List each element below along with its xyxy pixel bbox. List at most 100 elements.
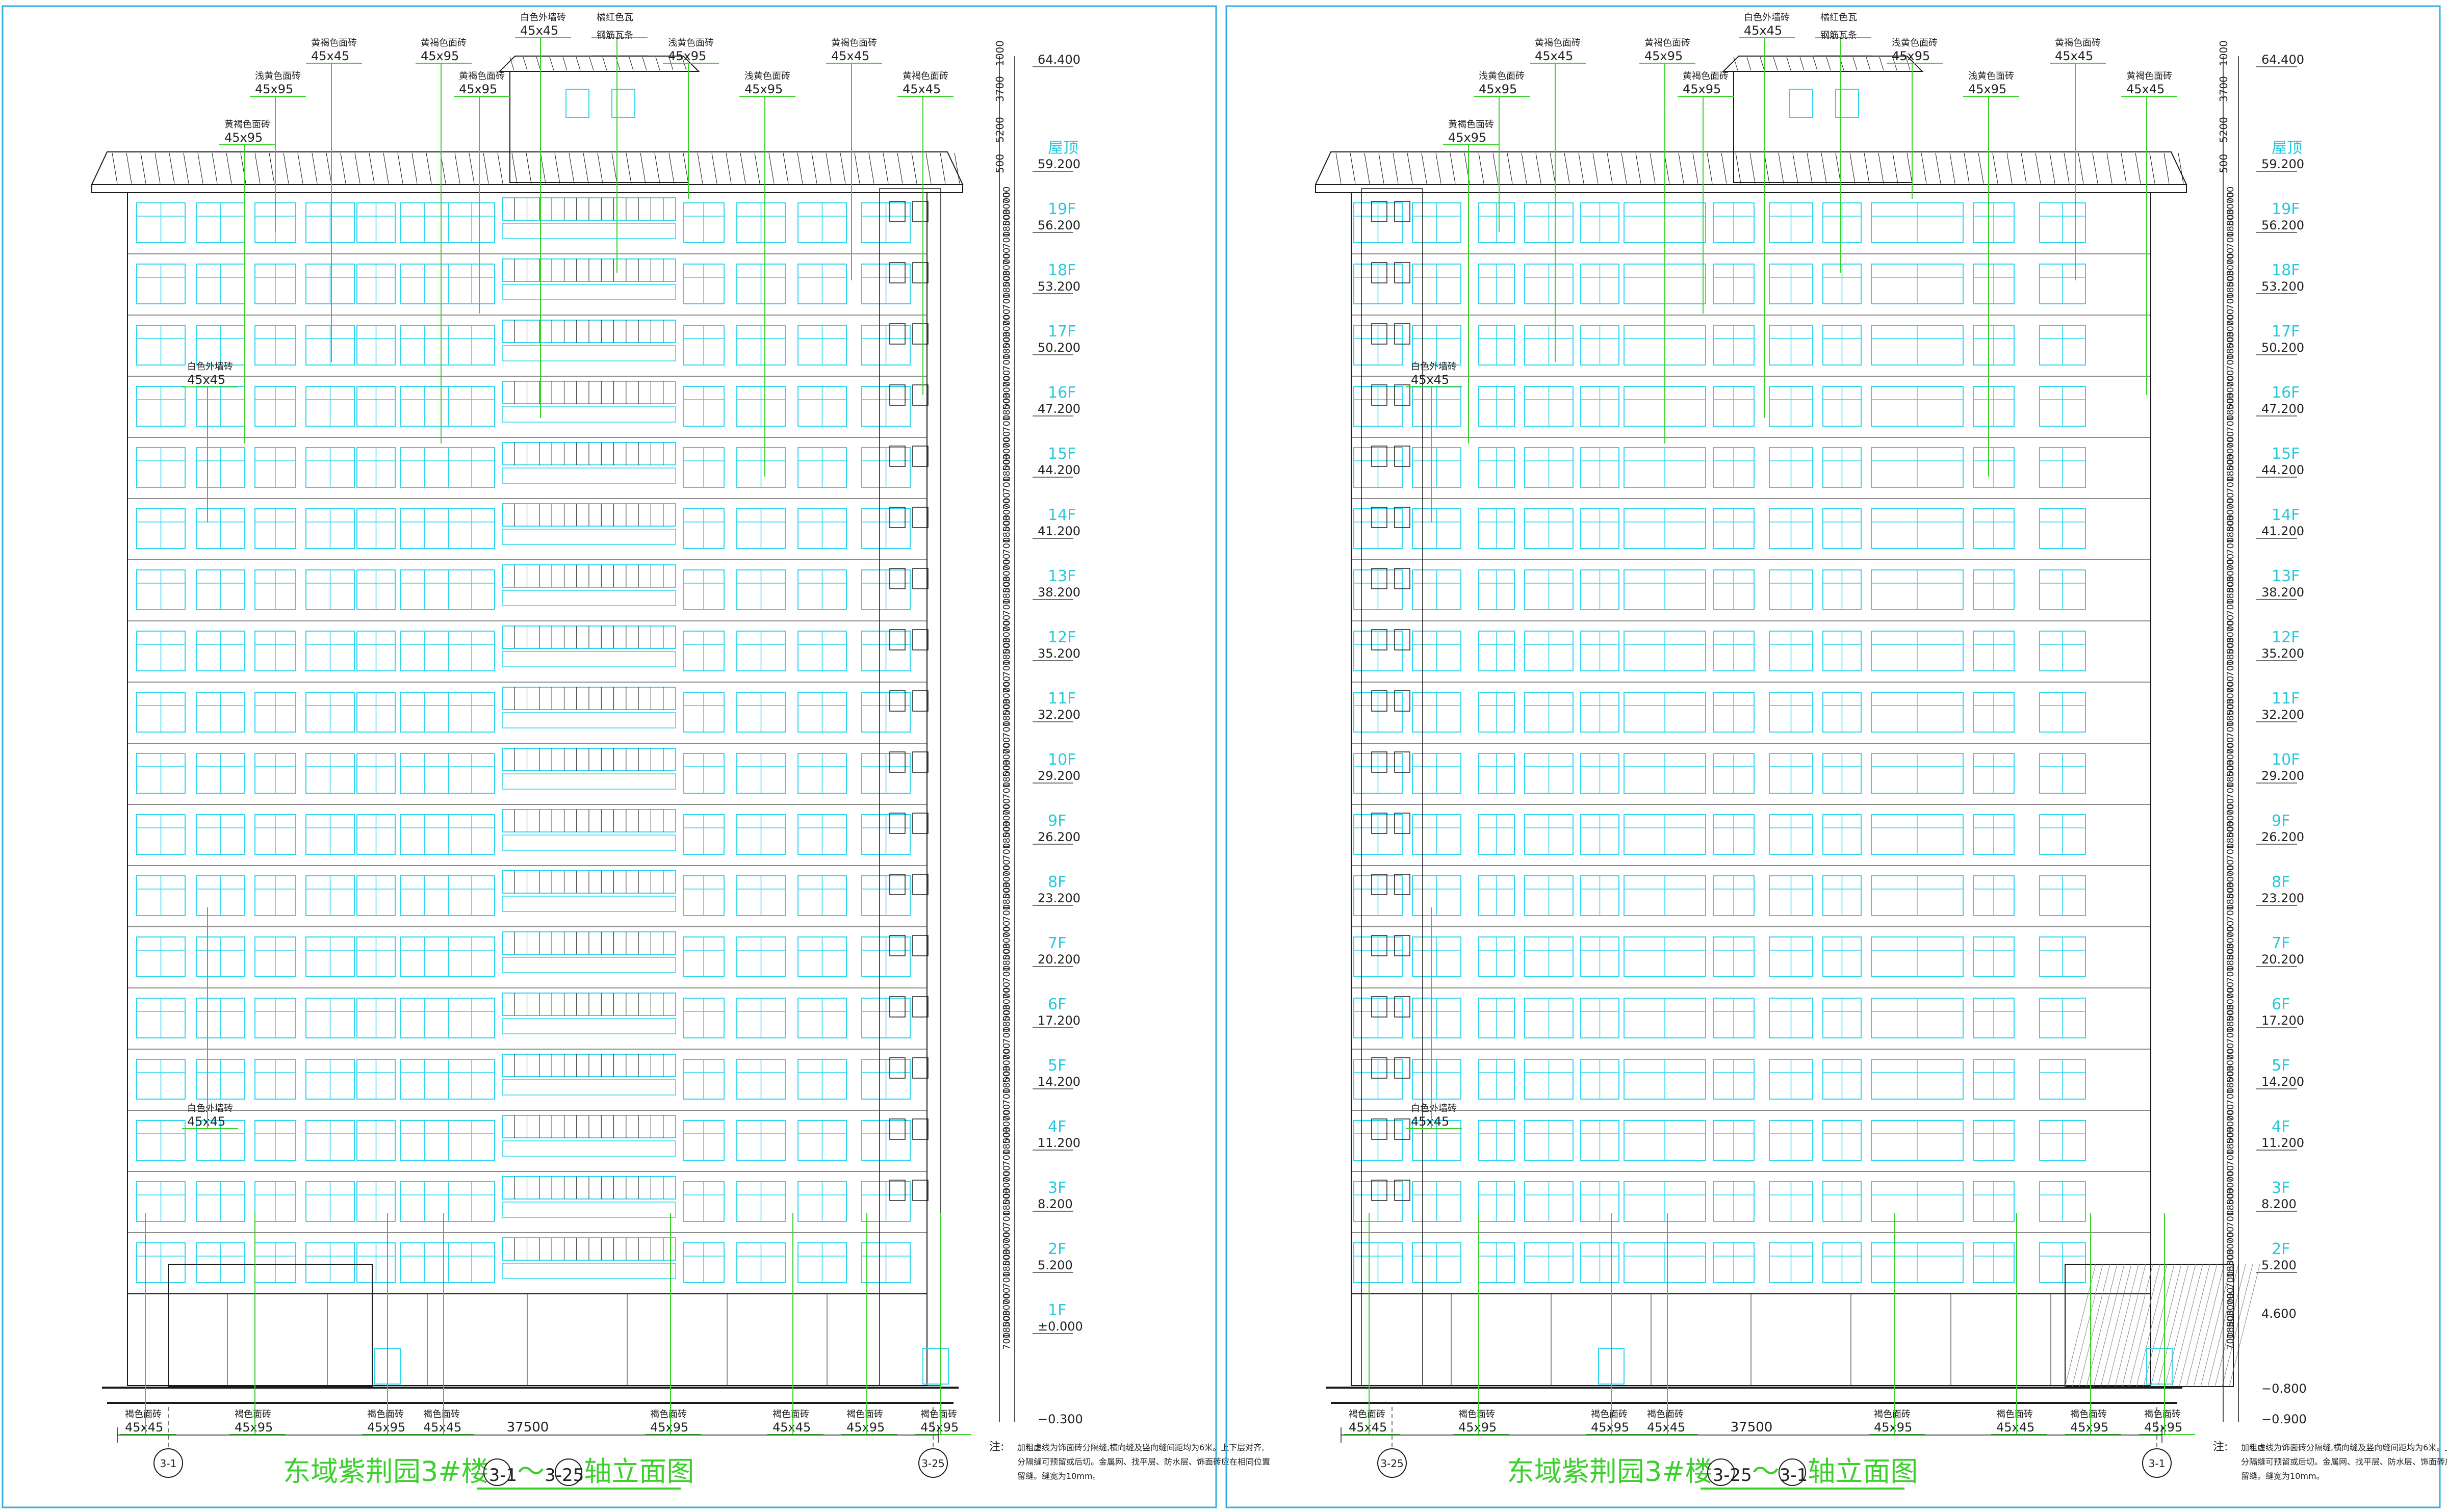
hatch-line	[2129, 1264, 2160, 1387]
level-elevation: 44.200	[2261, 463, 2304, 477]
material-callout-size: 45x95	[459, 82, 497, 96]
balcony-door	[502, 651, 676, 667]
dimension-text: 700	[1001, 1104, 1012, 1122]
material-callout-size: 45x95	[920, 1420, 959, 1435]
side-window	[1371, 996, 1387, 1018]
title-part-title_main: 东域紫荆园3#楼	[283, 1455, 489, 1488]
level-label: 13F	[1048, 567, 1076, 585]
roof-tile-line	[911, 152, 917, 184]
roof-tile-line	[1949, 152, 1955, 184]
level-label: 11F	[2272, 690, 2300, 708]
roof-tile-line	[2106, 152, 2113, 184]
roof-tile-line	[1407, 152, 1413, 184]
sheet-frame	[1225, 5, 2441, 1508]
roof-tile-line	[1786, 57, 1791, 71]
material-callout-name: 黄褐色面砖	[311, 38, 357, 48]
material-callout-size: 45x95	[2144, 1420, 2182, 1435]
dimension-text: 5200	[2218, 117, 2230, 143]
side-window	[912, 201, 929, 222]
roof-tile-line	[112, 152, 118, 184]
side-window	[889, 262, 906, 283]
material-callout-name: 褐色面砖	[1996, 1409, 2033, 1420]
level-label: 17F	[1048, 323, 1076, 341]
level-label: 12F	[1048, 629, 1076, 646]
roof-tile-line	[509, 57, 514, 71]
side-window	[1394, 874, 1410, 895]
balcony-door	[502, 1140, 676, 1157]
dimension-text: 3000	[2225, 1109, 2236, 1133]
hatch-line	[2136, 1264, 2168, 1387]
dimension-text: 3000	[2225, 559, 2236, 582]
level-label: 12F	[2272, 629, 2300, 646]
dimension-text: 3000	[2225, 1232, 2236, 1255]
side-window	[1394, 690, 1410, 712]
title-part-title_to: 3-25	[545, 1465, 584, 1485]
material-callout-size: 45x45	[187, 373, 225, 387]
level-elevation: 20.200	[2261, 952, 2304, 967]
dimension-text: 700	[1001, 904, 1012, 922]
roof-tile-line	[2135, 152, 2141, 184]
side-window	[1371, 323, 1387, 345]
material-callout-name: 褐色面砖	[772, 1409, 809, 1420]
roof-tile-line	[642, 57, 647, 71]
level-elevation: 11.200	[1038, 1136, 1080, 1150]
dimension-text: 700	[2225, 1165, 2236, 1183]
level-elevation: 41.200	[2261, 524, 2304, 538]
balcony-door	[502, 1263, 676, 1279]
side-window	[912, 1180, 929, 1201]
roof-tile-line	[1921, 152, 1927, 184]
dimension-text: 3000	[1001, 1048, 1012, 1072]
material-callout-name: 黄褐色面砖	[2126, 71, 2172, 82]
level-elevation: 14.200	[2261, 1075, 2304, 1089]
material-callout-name: 褐色面砖	[125, 1409, 162, 1420]
side-window	[1394, 1180, 1410, 1201]
material-callout-name: 黄褐色面砖	[421, 38, 467, 48]
dimension-text: 500	[1001, 698, 1012, 716]
roof-tile-line	[1592, 152, 1599, 184]
material-callout-size: 45x95	[235, 1420, 273, 1435]
roof-tile-line	[711, 152, 717, 184]
level-elevation: 8.200	[1038, 1197, 1073, 1211]
level-elevation: ±0.000	[1038, 1319, 1083, 1334]
material-callout-name: 黄褐色面砖	[2055, 38, 2101, 48]
dimension-text: 3000	[1001, 1170, 1012, 1194]
side-window	[1371, 1118, 1387, 1140]
roof-tile-line	[1879, 57, 1884, 71]
level-label: 9F	[1048, 812, 1066, 830]
roof-tile-line	[483, 152, 489, 184]
level-elevation: 53.200	[1038, 279, 1080, 294]
dimension-text: 5200	[994, 117, 1006, 143]
side-window	[912, 507, 929, 528]
dimension-text: 700	[1001, 721, 1012, 738]
dimension-text: 3000	[1001, 620, 1012, 643]
roof-tile-line	[626, 152, 632, 184]
dimension-text: 700	[2225, 1271, 2236, 1289]
dimension-text: 1000	[2218, 40, 2230, 66]
hatch-line	[2150, 1264, 2182, 1387]
side-window	[912, 323, 929, 345]
dimension-text: 1800	[2225, 581, 2236, 605]
dimension-text: 500	[1001, 270, 1012, 288]
material-callout-name: 浅黄色面砖	[744, 71, 790, 82]
sheet-frame	[2, 5, 1217, 1508]
dimension-text: 700	[1001, 660, 1012, 677]
dimension-text: 3000	[2225, 742, 2236, 766]
roof-tile-line	[868, 152, 874, 184]
roof-window	[1789, 89, 1813, 118]
roof-tile-line	[2092, 152, 2098, 184]
extra-elevation: −0.800	[2261, 1381, 2307, 1396]
dimension-text: 700	[2225, 309, 2236, 326]
roof-tile-line	[897, 152, 903, 184]
dimension-text: 700	[1001, 859, 1012, 877]
roof-tile-line	[2064, 152, 2070, 184]
balcony-door	[502, 223, 676, 239]
side-wing	[879, 188, 941, 1386]
dimension-text: 500	[1001, 209, 1012, 226]
roof-tile-line	[629, 57, 634, 71]
hatch-line	[2115, 1264, 2146, 1387]
roof-tile-line	[1778, 152, 1784, 184]
roof-tile-line	[1826, 57, 1831, 71]
dimension-text: 3700	[2218, 76, 2230, 102]
dimension-text: 3000	[1001, 375, 1012, 399]
